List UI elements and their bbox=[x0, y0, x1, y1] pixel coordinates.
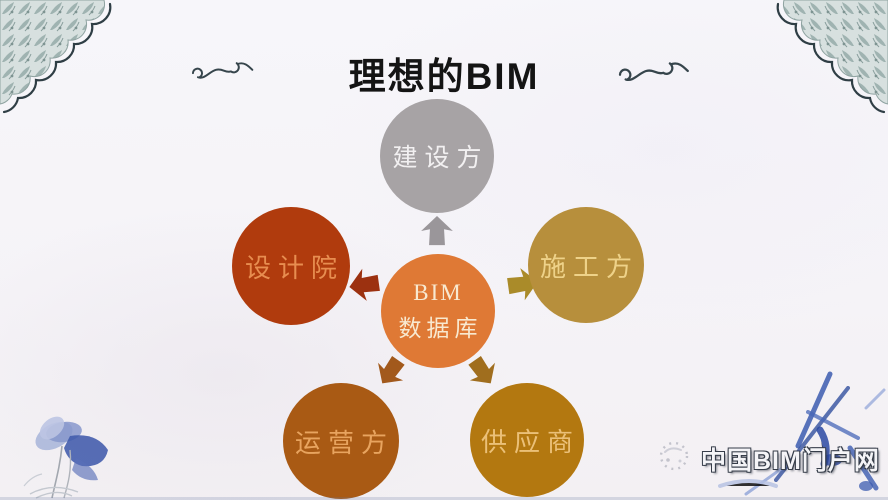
node-label: 设计院 bbox=[244, 253, 344, 283]
arrow-left-icon bbox=[344, 264, 390, 305]
node-label-line2: 数据库 bbox=[398, 316, 483, 341]
corner-ornament-top-right bbox=[770, 0, 888, 123]
brush-stroke-decoration bbox=[680, 368, 888, 500]
node-operator: 运营方 bbox=[283, 383, 399, 499]
node-label: 施工方 bbox=[539, 252, 639, 282]
page-title: 理想的BIM bbox=[348, 56, 540, 97]
node-label: 运营方 bbox=[294, 428, 394, 458]
node-design-institute: 设计院 bbox=[232, 207, 350, 325]
watermark-logo-icon bbox=[655, 438, 693, 479]
node-bim-database: BIM 数据库 bbox=[381, 254, 495, 368]
node-label: 建设方 bbox=[392, 145, 489, 172]
lotus-flower-decoration bbox=[12, 406, 132, 500]
corner-ornament-top-left bbox=[0, 0, 118, 123]
arrow-down-left-icon bbox=[367, 345, 416, 395]
node-contractor: 施工方 bbox=[528, 207, 644, 323]
scroll-flourish-right-icon bbox=[614, 54, 690, 91]
scroll-flourish-left-icon bbox=[188, 52, 254, 91]
node-label: 供应商 bbox=[480, 427, 580, 457]
node-supplier: 供应商 bbox=[470, 383, 584, 497]
arrow-down-right-icon bbox=[456, 345, 505, 395]
watermark: 中国BIM门户网 bbox=[655, 438, 880, 479]
node-construction-owner: 建设方 bbox=[380, 99, 494, 213]
node-label-line1: BIM bbox=[413, 280, 463, 306]
bottom-border-line bbox=[0, 497, 888, 500]
watermark-text: 中国BIM门户网 bbox=[701, 446, 880, 475]
arrow-up-icon bbox=[417, 216, 457, 251]
